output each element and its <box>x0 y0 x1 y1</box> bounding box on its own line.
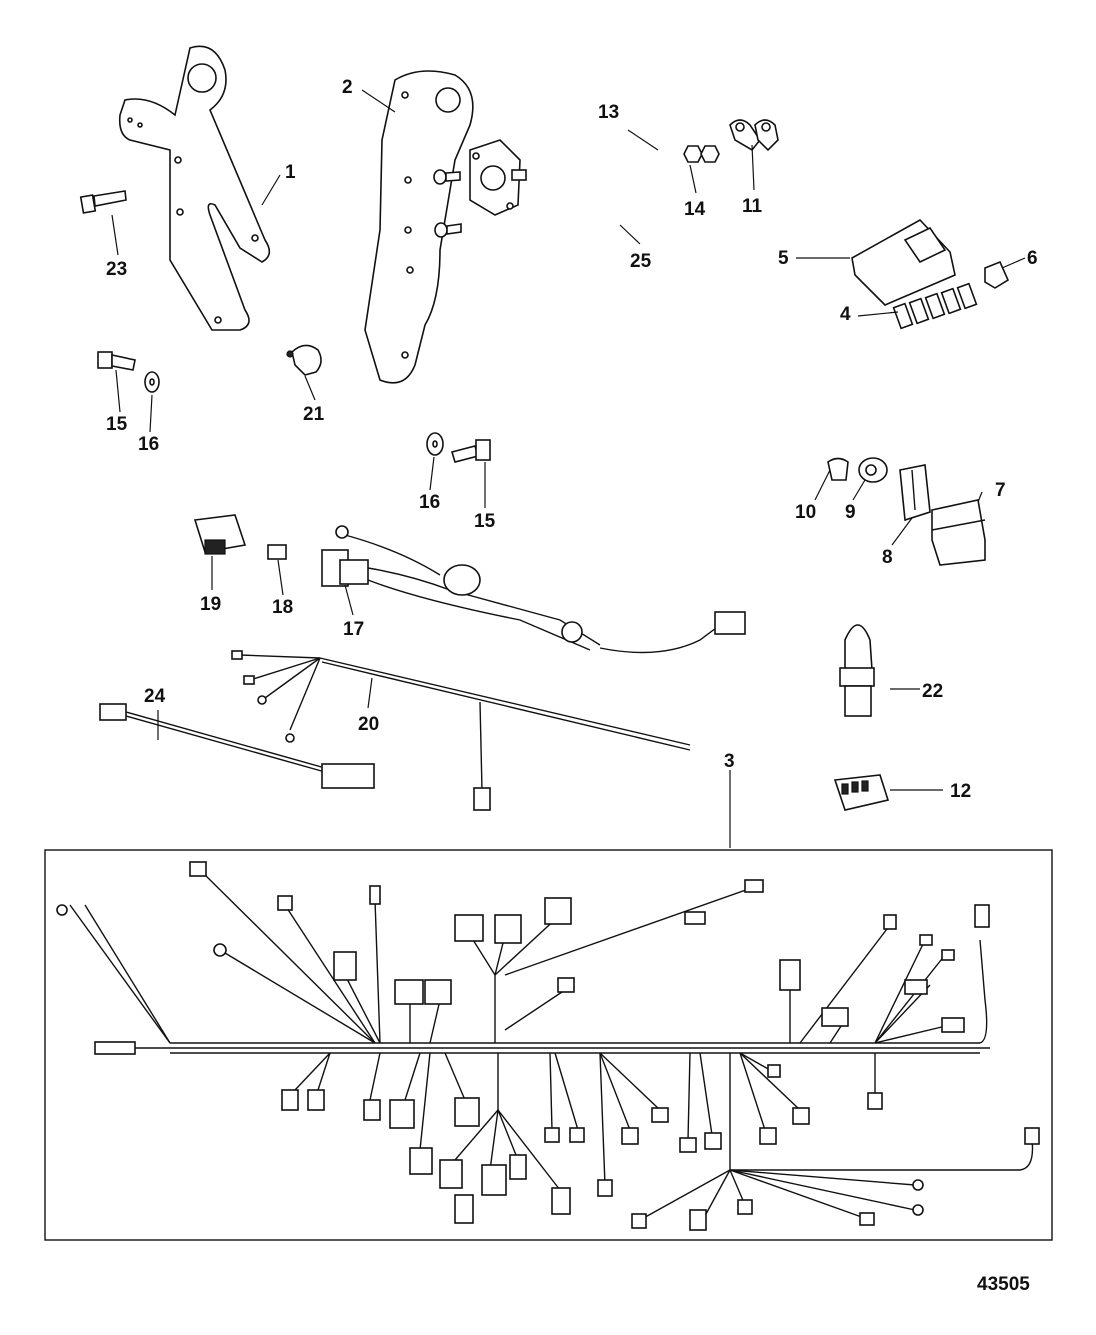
callout-18: 18 <box>272 597 293 618</box>
callout-25: 25 <box>630 251 652 272</box>
module-part-19 <box>193 514 247 555</box>
callout-1: 1 <box>285 162 296 183</box>
callout-16-center: 16 <box>419 492 440 513</box>
callout-10: 10 <box>795 502 816 523</box>
callout-9: 9 <box>845 502 856 523</box>
callout-14: 14 <box>684 199 706 220</box>
callout-13: 13 <box>598 102 619 123</box>
fuse-part-18 <box>267 544 287 560</box>
screw-part-13-a <box>433 169 461 185</box>
grommet-part-9 <box>858 457 888 483</box>
callout-3: 3 <box>724 751 735 772</box>
callout-19: 19 <box>200 594 221 615</box>
callout-22: 22 <box>922 681 943 702</box>
plug-part-10 <box>827 457 849 481</box>
washer-part-16-left <box>144 371 160 393</box>
callout-6: 6 <box>1027 248 1038 269</box>
leader-lines <box>111 89 1026 848</box>
harness-part-3-box <box>44 849 1053 1241</box>
connector-part-12 <box>833 774 890 811</box>
clip-part-21 <box>286 344 322 376</box>
screw-part-25 <box>434 222 462 238</box>
fuse-block-part-5 <box>851 218 956 306</box>
callout-labels: 1 2 3 4 5 6 7 8 9 10 11 12 13 14 15 15 1… <box>106 77 1038 802</box>
figure-number: 43505 <box>977 1274 1030 1295</box>
bolt-part-23 <box>79 190 127 214</box>
callout-5: 5 <box>778 248 789 269</box>
callout-4: 4 <box>840 304 851 325</box>
callout-23: 23 <box>106 259 127 280</box>
bulb-part-22 <box>839 624 875 717</box>
bracket-part-1 <box>118 45 271 331</box>
callout-21: 21 <box>303 404 325 425</box>
harness-part-24 <box>99 703 375 789</box>
bolt-part-15-center <box>450 439 491 463</box>
callout-20: 20 <box>358 714 379 735</box>
callout-8: 8 <box>882 547 893 568</box>
callout-7: 7 <box>995 480 1006 501</box>
relay-part-7 <box>931 499 986 566</box>
callout-12: 12 <box>950 781 971 802</box>
callout-16-left: 16 <box>138 434 159 455</box>
bracket-part-8 <box>899 464 931 522</box>
terminal-part-11 <box>729 119 779 152</box>
callout-11: 11 <box>742 196 763 217</box>
fuses-part-4 <box>892 282 978 330</box>
switch-part-13 <box>469 139 527 216</box>
callout-15-center: 15 <box>474 511 496 532</box>
callout-15-left: 15 <box>106 414 128 435</box>
harness-part-20 <box>231 650 691 811</box>
bracket-part-2 <box>364 70 474 384</box>
callout-24: 24 <box>144 686 166 707</box>
bolt-part-15-left <box>97 351 136 371</box>
callout-17: 17 <box>343 619 364 640</box>
callout-2: 2 <box>342 77 353 98</box>
washer-part-16-center <box>426 432 444 456</box>
nut-part-14 <box>683 145 720 163</box>
harness-part-17 <box>321 525 746 654</box>
clip-part-6 <box>984 260 1010 289</box>
